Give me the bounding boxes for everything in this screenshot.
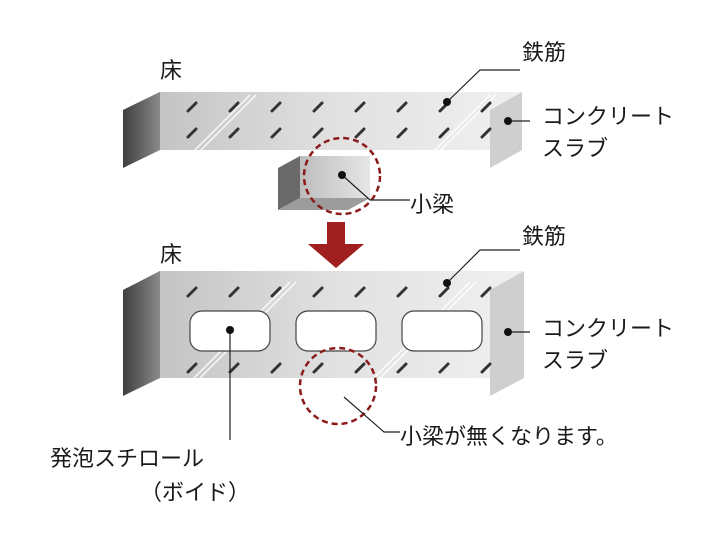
rebar-hole bbox=[396, 127, 408, 139]
rebar-hole bbox=[270, 286, 282, 298]
no-beam-label: 小梁が無くなります。 bbox=[400, 425, 618, 450]
rebar-hole bbox=[312, 286, 324, 298]
rebar-hole bbox=[312, 127, 324, 139]
void-right bbox=[401, 310, 483, 352]
rebar-hole bbox=[186, 362, 198, 374]
bottom-slab-side-face bbox=[123, 271, 160, 396]
rebar-hole bbox=[312, 362, 324, 374]
top-slab-label-line1: コンクリート bbox=[542, 105, 674, 130]
bottom-leader-dots bbox=[226, 279, 512, 336]
top-slab bbox=[123, 92, 522, 168]
top-small-beam bbox=[278, 156, 370, 210]
rebar-hole bbox=[354, 286, 366, 298]
rebar-hole bbox=[396, 362, 408, 374]
rebar-hole bbox=[186, 127, 198, 139]
rebar-hole bbox=[396, 286, 408, 298]
rebar-hole bbox=[480, 127, 492, 139]
rebar-hole bbox=[228, 362, 240, 374]
rebar-hole bbox=[270, 362, 282, 374]
no-beam-highlight-circle bbox=[298, 346, 378, 426]
rebar-hole bbox=[228, 286, 240, 298]
bottom-leader-lines bbox=[229, 249, 530, 440]
top-slab-right-face bbox=[490, 92, 522, 168]
rebar-hole bbox=[228, 101, 240, 113]
rebar-hole bbox=[438, 127, 450, 139]
rebar-hole bbox=[480, 362, 492, 374]
rebar-hole bbox=[480, 101, 492, 113]
beam-front-face bbox=[300, 156, 370, 198]
rebar-hole bbox=[354, 101, 366, 113]
top-slab-side-face bbox=[123, 92, 160, 168]
top-slab-front-face bbox=[160, 92, 522, 150]
rebar-hole bbox=[438, 286, 450, 298]
top-slab-label-line2: スラブ bbox=[542, 137, 608, 162]
top-floor-label: 床 bbox=[160, 59, 182, 84]
void-label-line1: 発泡スチロール bbox=[50, 447, 204, 472]
rebar-hole bbox=[228, 127, 240, 139]
top-rebar-label: 鉄筋 bbox=[522, 41, 566, 66]
bottom-rebar-label: 鉄筋 bbox=[522, 225, 566, 250]
transition-arrow bbox=[308, 222, 364, 268]
bottom-floor-label: 床 bbox=[160, 243, 182, 268]
rebar-hole bbox=[270, 127, 282, 139]
bottom-slab-label-line2: スラブ bbox=[542, 349, 608, 374]
beam-side-face bbox=[278, 156, 300, 210]
void-label-line2: （ボイド） bbox=[140, 481, 250, 506]
bottom-slab-label-line1: コンクリート bbox=[542, 317, 674, 342]
rebar-hole bbox=[312, 101, 324, 113]
top-beam-label: 小梁 bbox=[410, 193, 454, 218]
rebar-hole bbox=[480, 286, 492, 298]
beam-bottom-face bbox=[278, 198, 370, 210]
bottom-slab-rebar-holes bbox=[186, 286, 492, 374]
top-leader-dots bbox=[338, 98, 512, 179]
rebar-hole bbox=[396, 101, 408, 113]
rebar-hole bbox=[186, 101, 198, 113]
rebar-hole bbox=[270, 101, 282, 113]
rebar-hole bbox=[186, 286, 198, 298]
rebar-hole bbox=[354, 362, 366, 374]
void-center bbox=[295, 310, 377, 352]
rebar-hole bbox=[354, 127, 366, 139]
bottom-slab bbox=[123, 271, 524, 396]
rebar-hole bbox=[438, 362, 450, 374]
beam-highlight-circle bbox=[302, 136, 382, 216]
